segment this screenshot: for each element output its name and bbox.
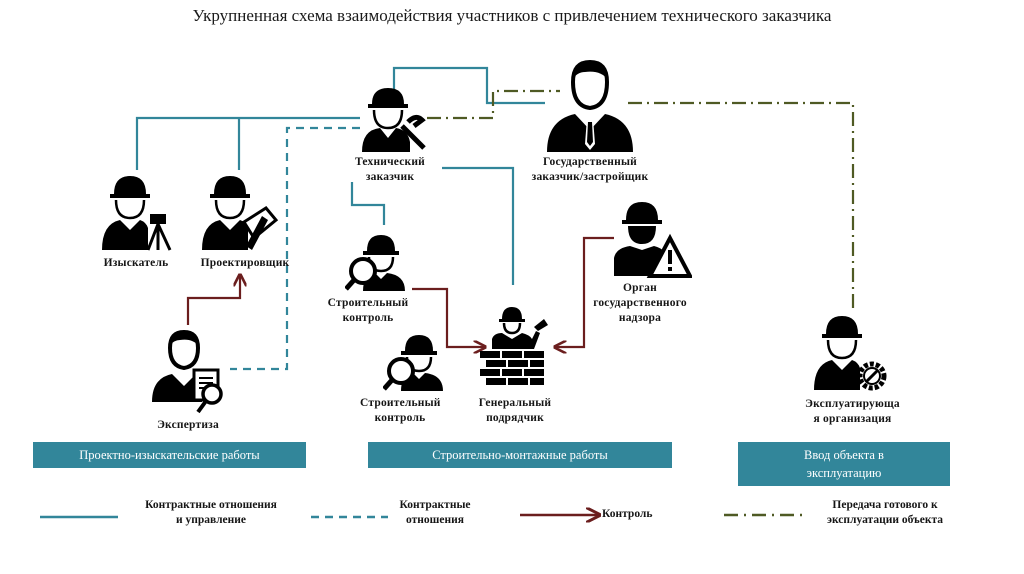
worker-with-tools-icon [362, 88, 426, 152]
label-line: подрядчик [486, 412, 544, 424]
label-line: заказчик/застройщик [531, 171, 649, 183]
construction-control-1-label: Строительный контроль [318, 296, 418, 326]
designer-label: Проектировщик [200, 257, 290, 269]
phase-label-line: эксплуатацию [806, 466, 882, 480]
label-line: Государственный [543, 156, 637, 168]
label-line: Генеральный [478, 397, 552, 409]
businessman-icon [547, 60, 633, 152]
label-line: Технический [354, 156, 426, 168]
worker-with-magnifier-icon [345, 235, 405, 291]
phase-label-line: Ввод объекта в [804, 448, 884, 462]
operating-org-label: Эксплуатирующа я организация [790, 397, 915, 427]
legend-handover: Передача готового к эксплуатации объекта [810, 498, 960, 528]
worker-with-theodolite-icon [102, 176, 172, 251]
construction-control-2-label: Строительный контроль [360, 396, 440, 426]
surveyor-label: Изыскатель [103, 257, 169, 269]
label-line: заказчик [365, 171, 415, 183]
line-tech-to-state-handover [427, 89, 560, 120]
worker-with-gear-icon [814, 316, 887, 391]
worker-behind-brick-wall-icon [480, 307, 548, 385]
state-customer-label: Государственный заказчик/застройщик [515, 155, 665, 185]
legend-contract: Контрактные отношения [390, 498, 480, 528]
phase-construction: Строительно-монтажные работы [368, 442, 672, 468]
phase-commissioning: Ввод объекта в эксплуатацию [738, 442, 950, 486]
legend-label-line: отношения [406, 514, 464, 526]
diagram-title: Укрупненная схема взаимодействия участни… [192, 6, 832, 25]
expertise-label: Экспертиза [157, 419, 219, 431]
label-line: Эксплуатирующа [805, 398, 900, 410]
legend-contract-management: Контрактные отношения и управление [126, 498, 296, 528]
line-tech-to-survey-design [135, 116, 360, 170]
label-line: государственного [593, 297, 687, 309]
arrow-supervision-to-contractor [556, 236, 614, 347]
worker-with-warning-icon [614, 202, 692, 278]
label-line: Строительный [327, 297, 409, 309]
line-tech-to-expertise-dashed [230, 126, 360, 371]
state-supervision-label: Орган государственного надзора [580, 281, 700, 326]
worker-with-magnifier-icon [383, 335, 443, 391]
legend-label-line: Контрактные отношения [145, 499, 277, 511]
label-line: Орган [623, 282, 657, 294]
legend-label-line: и управление [176, 514, 246, 526]
technical-customer-label: Технический заказчик [330, 155, 450, 185]
legend-label-line: Передача готового к [832, 499, 938, 511]
label-line: надзора [618, 312, 662, 324]
legend-label-line: Контрактные [399, 499, 471, 511]
line-tech-to-general-contractor [442, 166, 515, 285]
label-line: я организация [813, 413, 892, 425]
line-tech-to-construction-control [350, 182, 386, 225]
general-contractor-label: Генеральный подрядчик [460, 396, 570, 426]
worker-with-ruler-pencil-icon [202, 176, 279, 250]
label-line: контроль [342, 312, 394, 324]
businessman-with-document-icon [152, 330, 223, 414]
line-state-to-operating-handover [628, 101, 855, 312]
legend-label-line: эксплуатации объекта [826, 514, 944, 526]
line-tech-to-state-customer [392, 66, 545, 105]
label-line: Строительный [360, 397, 441, 409]
arrow-control-to-contractor [412, 287, 484, 347]
legend-control: Контроль [602, 508, 653, 520]
arrow-expertise-to-designer [186, 276, 240, 325]
label-line: контроль [374, 412, 426, 424]
phase-design-survey: Проектно-изыскательские работы [33, 442, 306, 468]
